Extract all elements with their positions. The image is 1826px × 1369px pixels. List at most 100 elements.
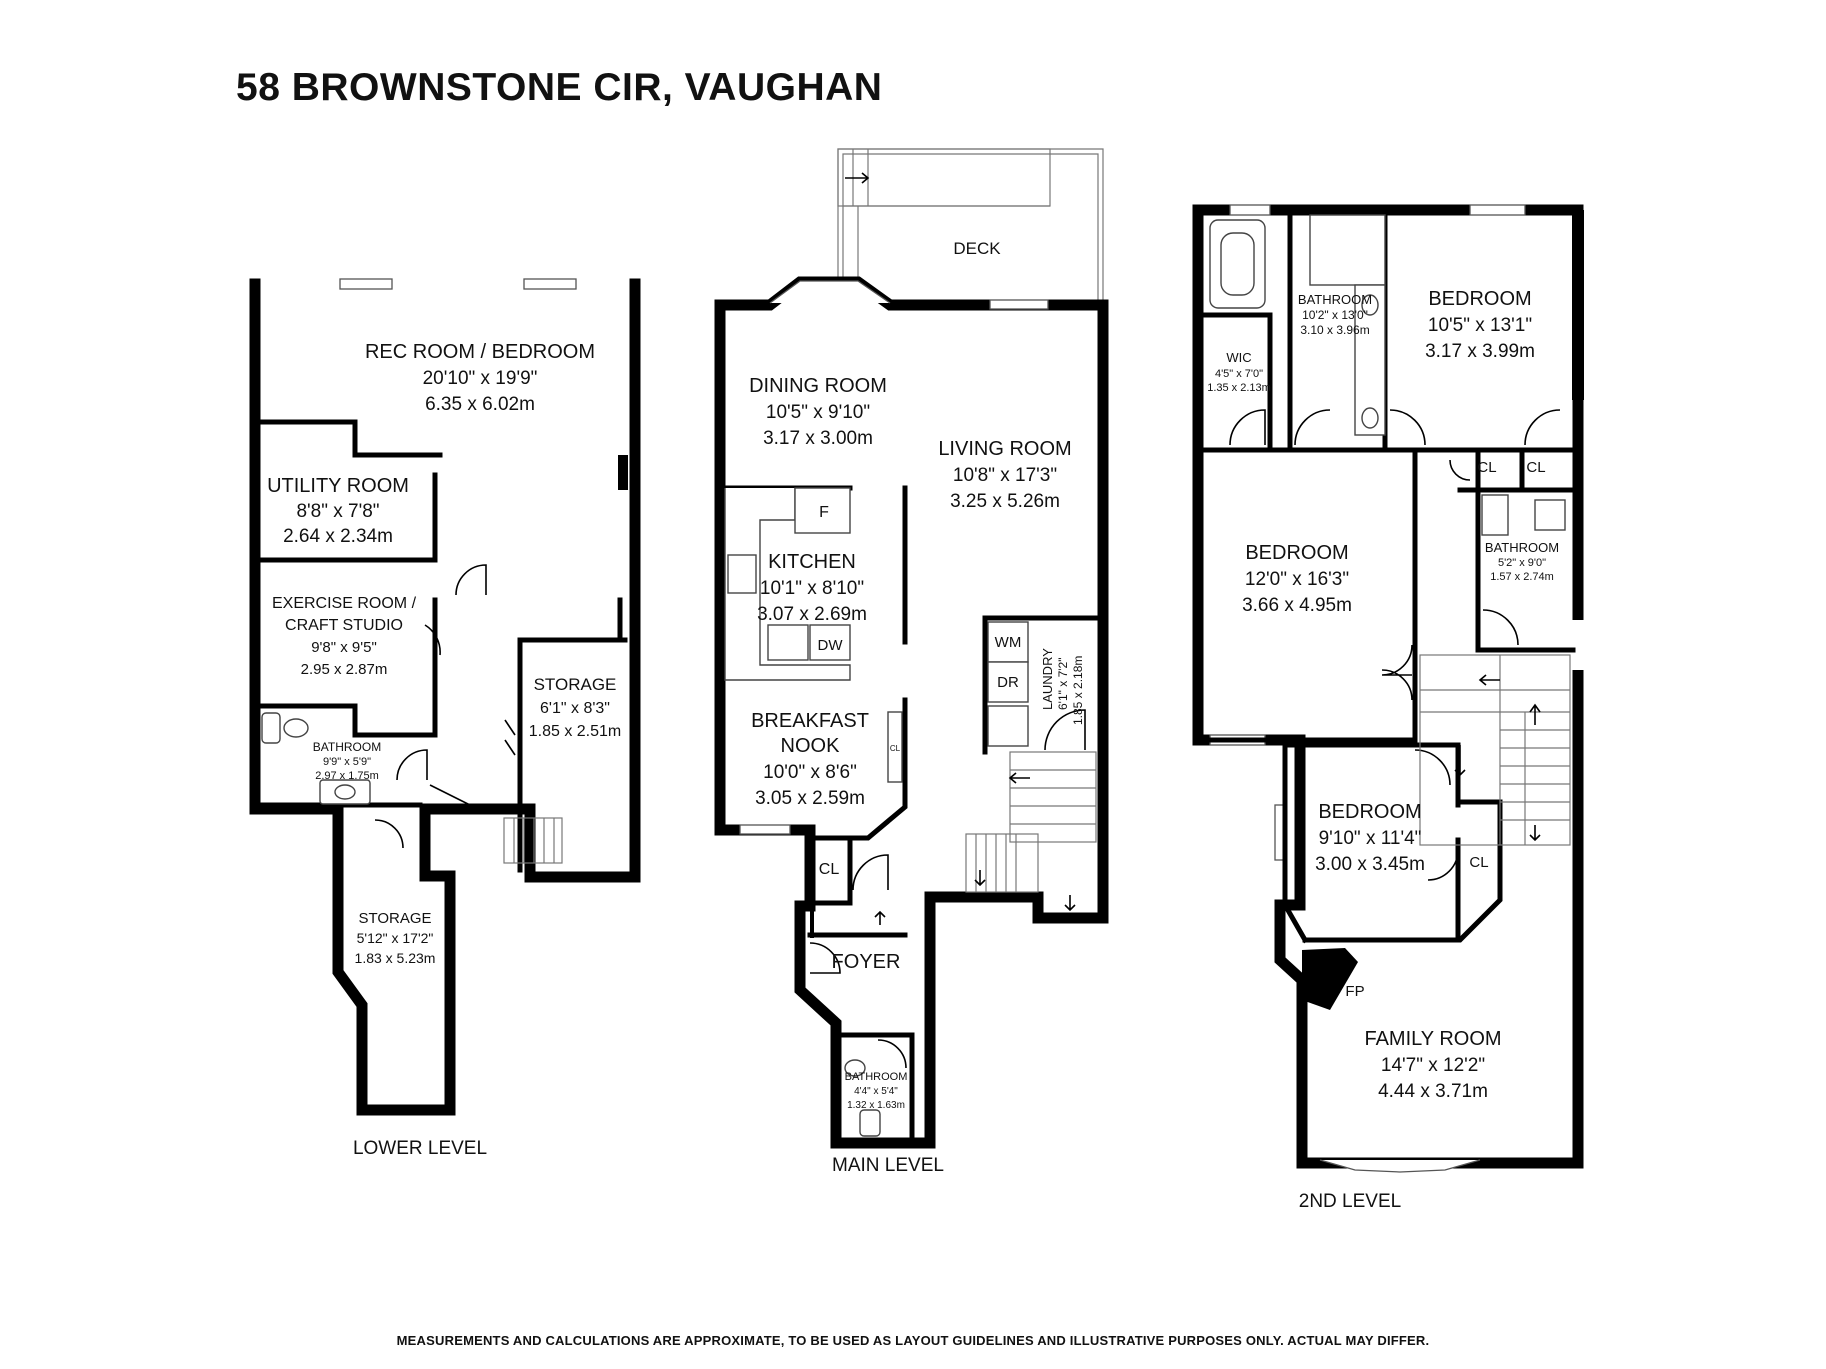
window (339, 278, 393, 290)
main-dishwasher-label: DW (818, 637, 844, 654)
closet (887, 711, 903, 783)
second-level-plan: BATHROOM 10'2" x 13'0" 3.10 x 3.96m BEDR… (1192, 204, 1584, 1212)
shower (1481, 494, 1509, 536)
main-kitchen-name: KITCHEN (768, 551, 856, 573)
second-inner-wall (1302, 799, 1503, 943)
lower-inner-wall (257, 703, 438, 738)
second-bedroom-b-metric: 3.66 x 4.95m (1242, 595, 1352, 616)
door-swing (1427, 849, 1459, 881)
second-bedroom-c-imperial: 9'10" x 11'4" (1319, 828, 1422, 849)
second-stairs (1419, 654, 1571, 846)
lower-storage-a-imperial: 6'1" x 8'3" (540, 700, 610, 717)
sink (1361, 294, 1379, 316)
dishwasher (809, 624, 851, 661)
second-closet-3-label: CL (1469, 854, 1488, 871)
lower-stairs (429, 784, 563, 864)
door-swing (1482, 609, 1519, 646)
second-closet-1-label: CL (1477, 459, 1496, 476)
main-level-label: MAIN LEVEL (832, 1155, 944, 1176)
main-breakfast-name-2: NOOK (781, 735, 841, 757)
main-bathroom-wall (835, 1032, 915, 1143)
shower (1309, 214, 1386, 286)
lower-utility-name: UTILITY ROOM (267, 475, 409, 497)
fireplace (1302, 948, 1358, 1010)
toilet (859, 1109, 881, 1137)
lower-utility-imperial: 8'8" x 7'8" (296, 501, 379, 522)
laundry-wall (982, 615, 1101, 755)
main-dining-name: DINING ROOM (749, 375, 887, 397)
entry-arrow (874, 910, 886, 925)
lower-storage-a-name: STORAGE (534, 675, 617, 694)
door-swing (374, 819, 404, 849)
page-title: 58 BROWNSTONE CIR, VAUGHAN (236, 66, 883, 109)
main-laundry-metric: 1.85 x 2.18m (1071, 656, 1085, 725)
second-bedroom-a-metric: 3.17 x 3.99m (1425, 341, 1535, 362)
second-bedroom-b-name: BEDROOM (1245, 542, 1348, 564)
main-stairs (965, 751, 1097, 912)
sink (334, 784, 356, 800)
second-bathroom-small-metric: 1.57 x 2.74m (1490, 571, 1554, 583)
lower-inner-wall (257, 419, 443, 458)
second-family-imperial: 14'7" x 12'2" (1381, 1055, 1485, 1076)
main-bathroom-name: BATHROOM (845, 1071, 908, 1083)
main-kitchen-metric: 3.07 x 2.69m (757, 604, 867, 625)
main-breakfast-metric: 3.05 x 2.59m (755, 788, 865, 809)
second-inner-wall (1200, 447, 1418, 743)
door-swing (1524, 409, 1561, 446)
lower-storage-a-metric: 1.85 x 2.51m (529, 723, 622, 740)
vanity (1534, 499, 1566, 531)
lower-exercise-metric: 2.95 x 2.87m (301, 661, 388, 678)
second-inner-wall (1282, 737, 1461, 808)
second-wic-name: WIC (1226, 350, 1251, 365)
door-swing (809, 942, 841, 974)
lower-bathroom-metric: 2.97 x 1.75m (315, 770, 379, 782)
second-fireplace-label: FP (1345, 983, 1364, 1000)
second-bedroom-c-name: BEDROOM (1318, 801, 1421, 823)
lower-utility-metric: 2.64 x 2.34m (283, 526, 393, 547)
toilet-bowl (283, 718, 309, 738)
second-bathroom-main-metric: 3.10 x 3.96m (1300, 323, 1369, 337)
second-family-name: FAMILY ROOM (1364, 1028, 1501, 1050)
second-bedroom-c-metric: 3.00 x 3.45m (1315, 854, 1425, 875)
lower-storage-b-imperial: 5'12" x 17'2" (357, 930, 434, 946)
second-bathroom-main-name: BATHROOM (1298, 292, 1372, 307)
main-foyer-name: FOYER (832, 951, 901, 973)
main-washer-label: WM (995, 634, 1022, 651)
main-deck-name: DECK (953, 239, 1001, 258)
second-bathroom-small-imperial: 5'2" x 9'0" (1498, 557, 1546, 569)
disclaimer-note: MEASUREMENTS AND CALCULATIONS ARE APPROX… (396, 1333, 1430, 1348)
second-bedroom-b-imperial: 12'0" x 16'3" (1245, 569, 1349, 590)
kitchen-counter (724, 488, 851, 681)
main-exterior-wall (714, 299, 816, 909)
double-door (1381, 644, 1413, 701)
main-bathroom-imperial: 4'4" x 5'4" (854, 1086, 898, 1097)
second-inner-wall (1282, 742, 1309, 944)
main-dining-metric: 3.17 x 3.00m (763, 428, 873, 449)
lower-rec-room-metric: 6.35 x 6.02m (425, 394, 535, 415)
main-living-name: LIVING ROOM (938, 438, 1071, 460)
door-swing (1294, 409, 1331, 446)
dryer (987, 661, 1029, 703)
main-dining-imperial: 10'5" x 9'10" (766, 402, 870, 423)
main-level-plan: DECK DINING ROOM 10'5" x 9'10" 3.17 x 3.… (714, 148, 1109, 1176)
lower-storage-b-metric: 1.83 x 5.23m (355, 950, 436, 966)
kitchen-sink (767, 624, 809, 661)
lower-storage-b-name: STORAGE (358, 910, 431, 927)
second-level-label: 2ND LEVEL (1299, 1191, 1401, 1212)
second-bathroom-main-imperial: 10'2" x 13'0" (1302, 308, 1368, 322)
main-breakfast-name-1: BREAKFAST (751, 710, 869, 732)
main-closet-small-label: CL (890, 744, 901, 753)
door-swing (455, 564, 487, 596)
lower-bathroom-name: BATHROOM (313, 740, 381, 754)
second-family-metric: 4.44 x 3.71m (1378, 1081, 1488, 1102)
column (715, 465, 725, 485)
second-bathroom-small-name: BATHROOM (1485, 540, 1559, 555)
door-swing (852, 854, 889, 891)
main-dryer-label: DR (997, 674, 1019, 691)
window (989, 299, 1049, 310)
second-wic-metric: 1.35 x 2.13m (1207, 382, 1271, 394)
door-swing (424, 624, 441, 656)
lower-exercise-name-2: CRAFT STUDIO (285, 617, 403, 634)
bathtub-basin (1220, 232, 1255, 296)
